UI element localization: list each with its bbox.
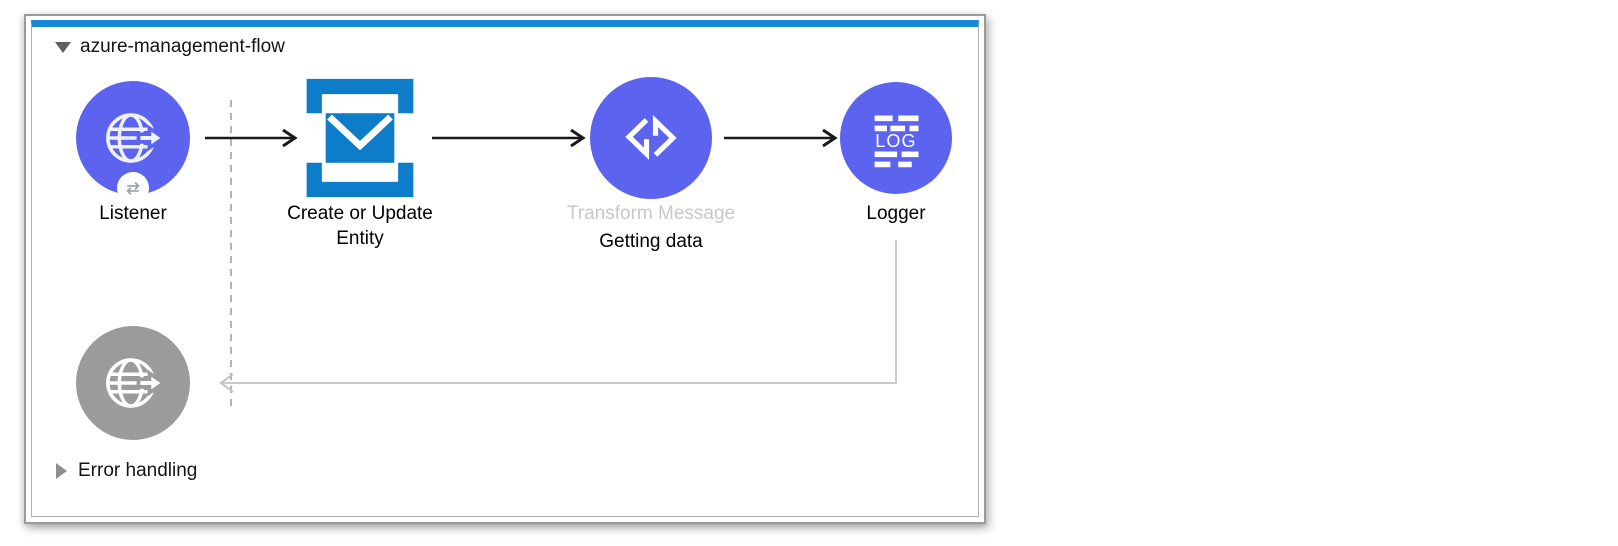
error-handling-section: Error handling [56,460,197,482]
globe-arrow-icon [106,358,167,408]
node-label-listener: Listener [99,203,167,224]
dataweave-icon [625,115,677,160]
error-handling-collapse-toggle[interactable] [56,463,67,479]
node-sublabel-transform-message: Getting data [599,231,703,252]
envelope-brackets-icon [306,78,414,198]
flow-collapse-toggle[interactable] [55,41,71,53]
flow-container-inner [31,20,979,517]
node-listener[interactable] [76,81,190,204]
node-transform-message[interactable] [590,77,712,199]
flow-container[interactable] [24,14,986,524]
globe-arrow-icon [106,113,167,163]
node-outbound-request-disabled[interactable] [76,326,190,440]
node-label-create-or-update-entity: Create or Update Entity [287,203,433,249]
flow-title: azure-management-flow [80,36,285,57]
node-logger[interactable]: LOG [840,82,952,194]
node-create-or-update-entity[interactable] [299,75,421,201]
error-handling-label: Error handling [78,460,198,481]
node-label-logger: Logger [866,203,926,224]
log-lines-icon: LOG [874,115,919,168]
exchange-arrows-icon [126,181,140,195]
listener-source-badge [117,172,149,204]
node-label-transform-message: Transform Message [566,203,736,224]
flow-header: azure-management-flow [55,36,285,58]
log-icon-text: LOG [875,131,916,151]
